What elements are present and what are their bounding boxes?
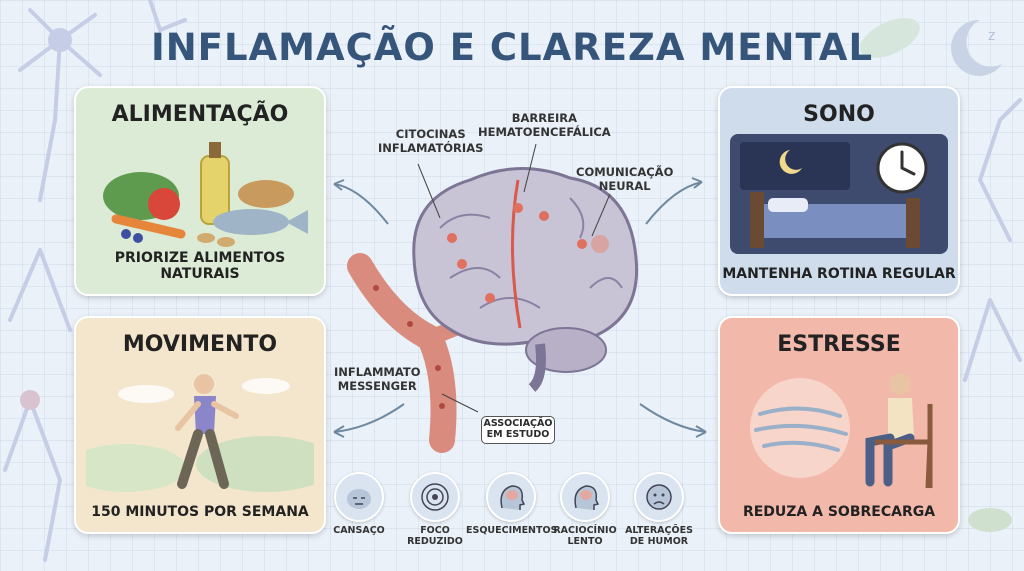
card-stress: ESTRESSE REDUZA A SOBRECARGA	[718, 316, 960, 534]
arrow-to-food	[333, 183, 389, 225]
card-sleep-title: SONO	[803, 102, 875, 127]
brain	[412, 166, 639, 347]
head-brain-icon	[560, 472, 610, 522]
study-note: ASSOCIAÇÃO EM ESTUDO	[481, 416, 555, 444]
relaxing-man-illustration	[750, 373, 933, 489]
sad-face-icon	[634, 472, 684, 522]
card-food-title: ALIMENTAÇÃO	[111, 102, 289, 127]
card-sleep: SONO MANTENHA ROTINA REGULAR	[718, 86, 960, 296]
svg-text:z: z	[988, 28, 995, 44]
food-illustration	[103, 142, 308, 247]
leaf-decoration	[860, 18, 920, 58]
symptom-forgetfulness: ESQUECIMENTOS	[466, 472, 557, 537]
card-movement-title: MOVIMENTO	[122, 332, 278, 357]
bedroom-illustration	[730, 134, 948, 254]
walking-man-illustration	[86, 374, 314, 492]
card-sleep-caption: MANTENHA ROTINA REGULAR	[722, 266, 956, 282]
label-communication: COMUNICAÇÃO NEURAL	[576, 165, 674, 193]
arrow-to-stress	[639, 403, 707, 433]
card-food: ALIMENTAÇÃO PRIORIZE ALIMENTOS NATURAIS	[74, 86, 326, 296]
brain-diagram	[333, 143, 707, 453]
card-stress-title: ESTRESSE	[777, 332, 901, 357]
page-title: INFLAMAÇÃO E CLAREZA MENTAL	[150, 26, 874, 69]
label-messenger: INFLAMMATO MESSENGER	[334, 365, 421, 393]
neuron-decoration-right	[963, 98, 1022, 532]
card-food-caption: PRIORIZE ALIMENTOS NATURAIS	[114, 250, 286, 282]
head-brain-icon	[486, 472, 536, 522]
label-cytokines: CITOCINAS INFLAMATÓRIAS	[378, 127, 484, 155]
neuron-decoration-left	[3, 0, 187, 562]
moon-decoration: z	[951, 19, 1002, 76]
target-icon	[410, 472, 460, 522]
card-movement: MOVIMENTO 150 MINUTOS POR SEMANA	[74, 316, 326, 534]
symptom-fatigue: CANSAÇO	[314, 472, 404, 537]
label-barrier: BARREIRA HEMATOENCEFÁLICA	[478, 111, 611, 139]
arrow-to-movement	[333, 403, 405, 433]
arrow-to-sleep	[645, 181, 703, 225]
card-movement-caption: 150 MINUTOS POR SEMANA	[91, 504, 309, 520]
card-stress-caption: REDUZA A SOBRECARGA	[742, 504, 936, 520]
tired-face-icon	[334, 472, 384, 522]
